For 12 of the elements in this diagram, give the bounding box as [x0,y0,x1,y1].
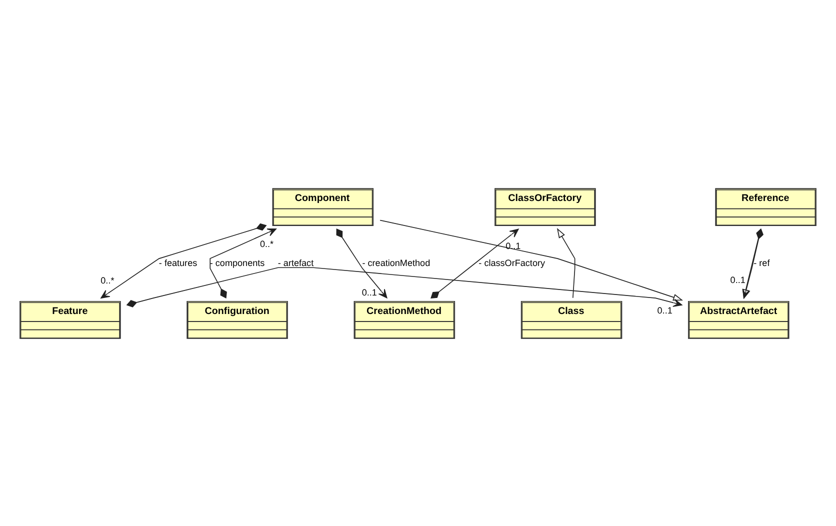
edge-label: - creationMethod [362,257,430,268]
label: 0..* [260,238,274,248]
label: 0..* [100,274,114,285]
label: 0..1 [506,240,521,250]
label: 0..1 [730,274,746,285]
label: 0..1 [362,286,377,297]
edge-label: - components [210,257,265,268]
edge-label: - classOrFactory [478,257,546,268]
edge-label: - artefact [278,257,314,268]
label: 0..1 [657,305,672,316]
edge-label: - ref [754,257,770,268]
edge-label: - features [158,257,198,268]
